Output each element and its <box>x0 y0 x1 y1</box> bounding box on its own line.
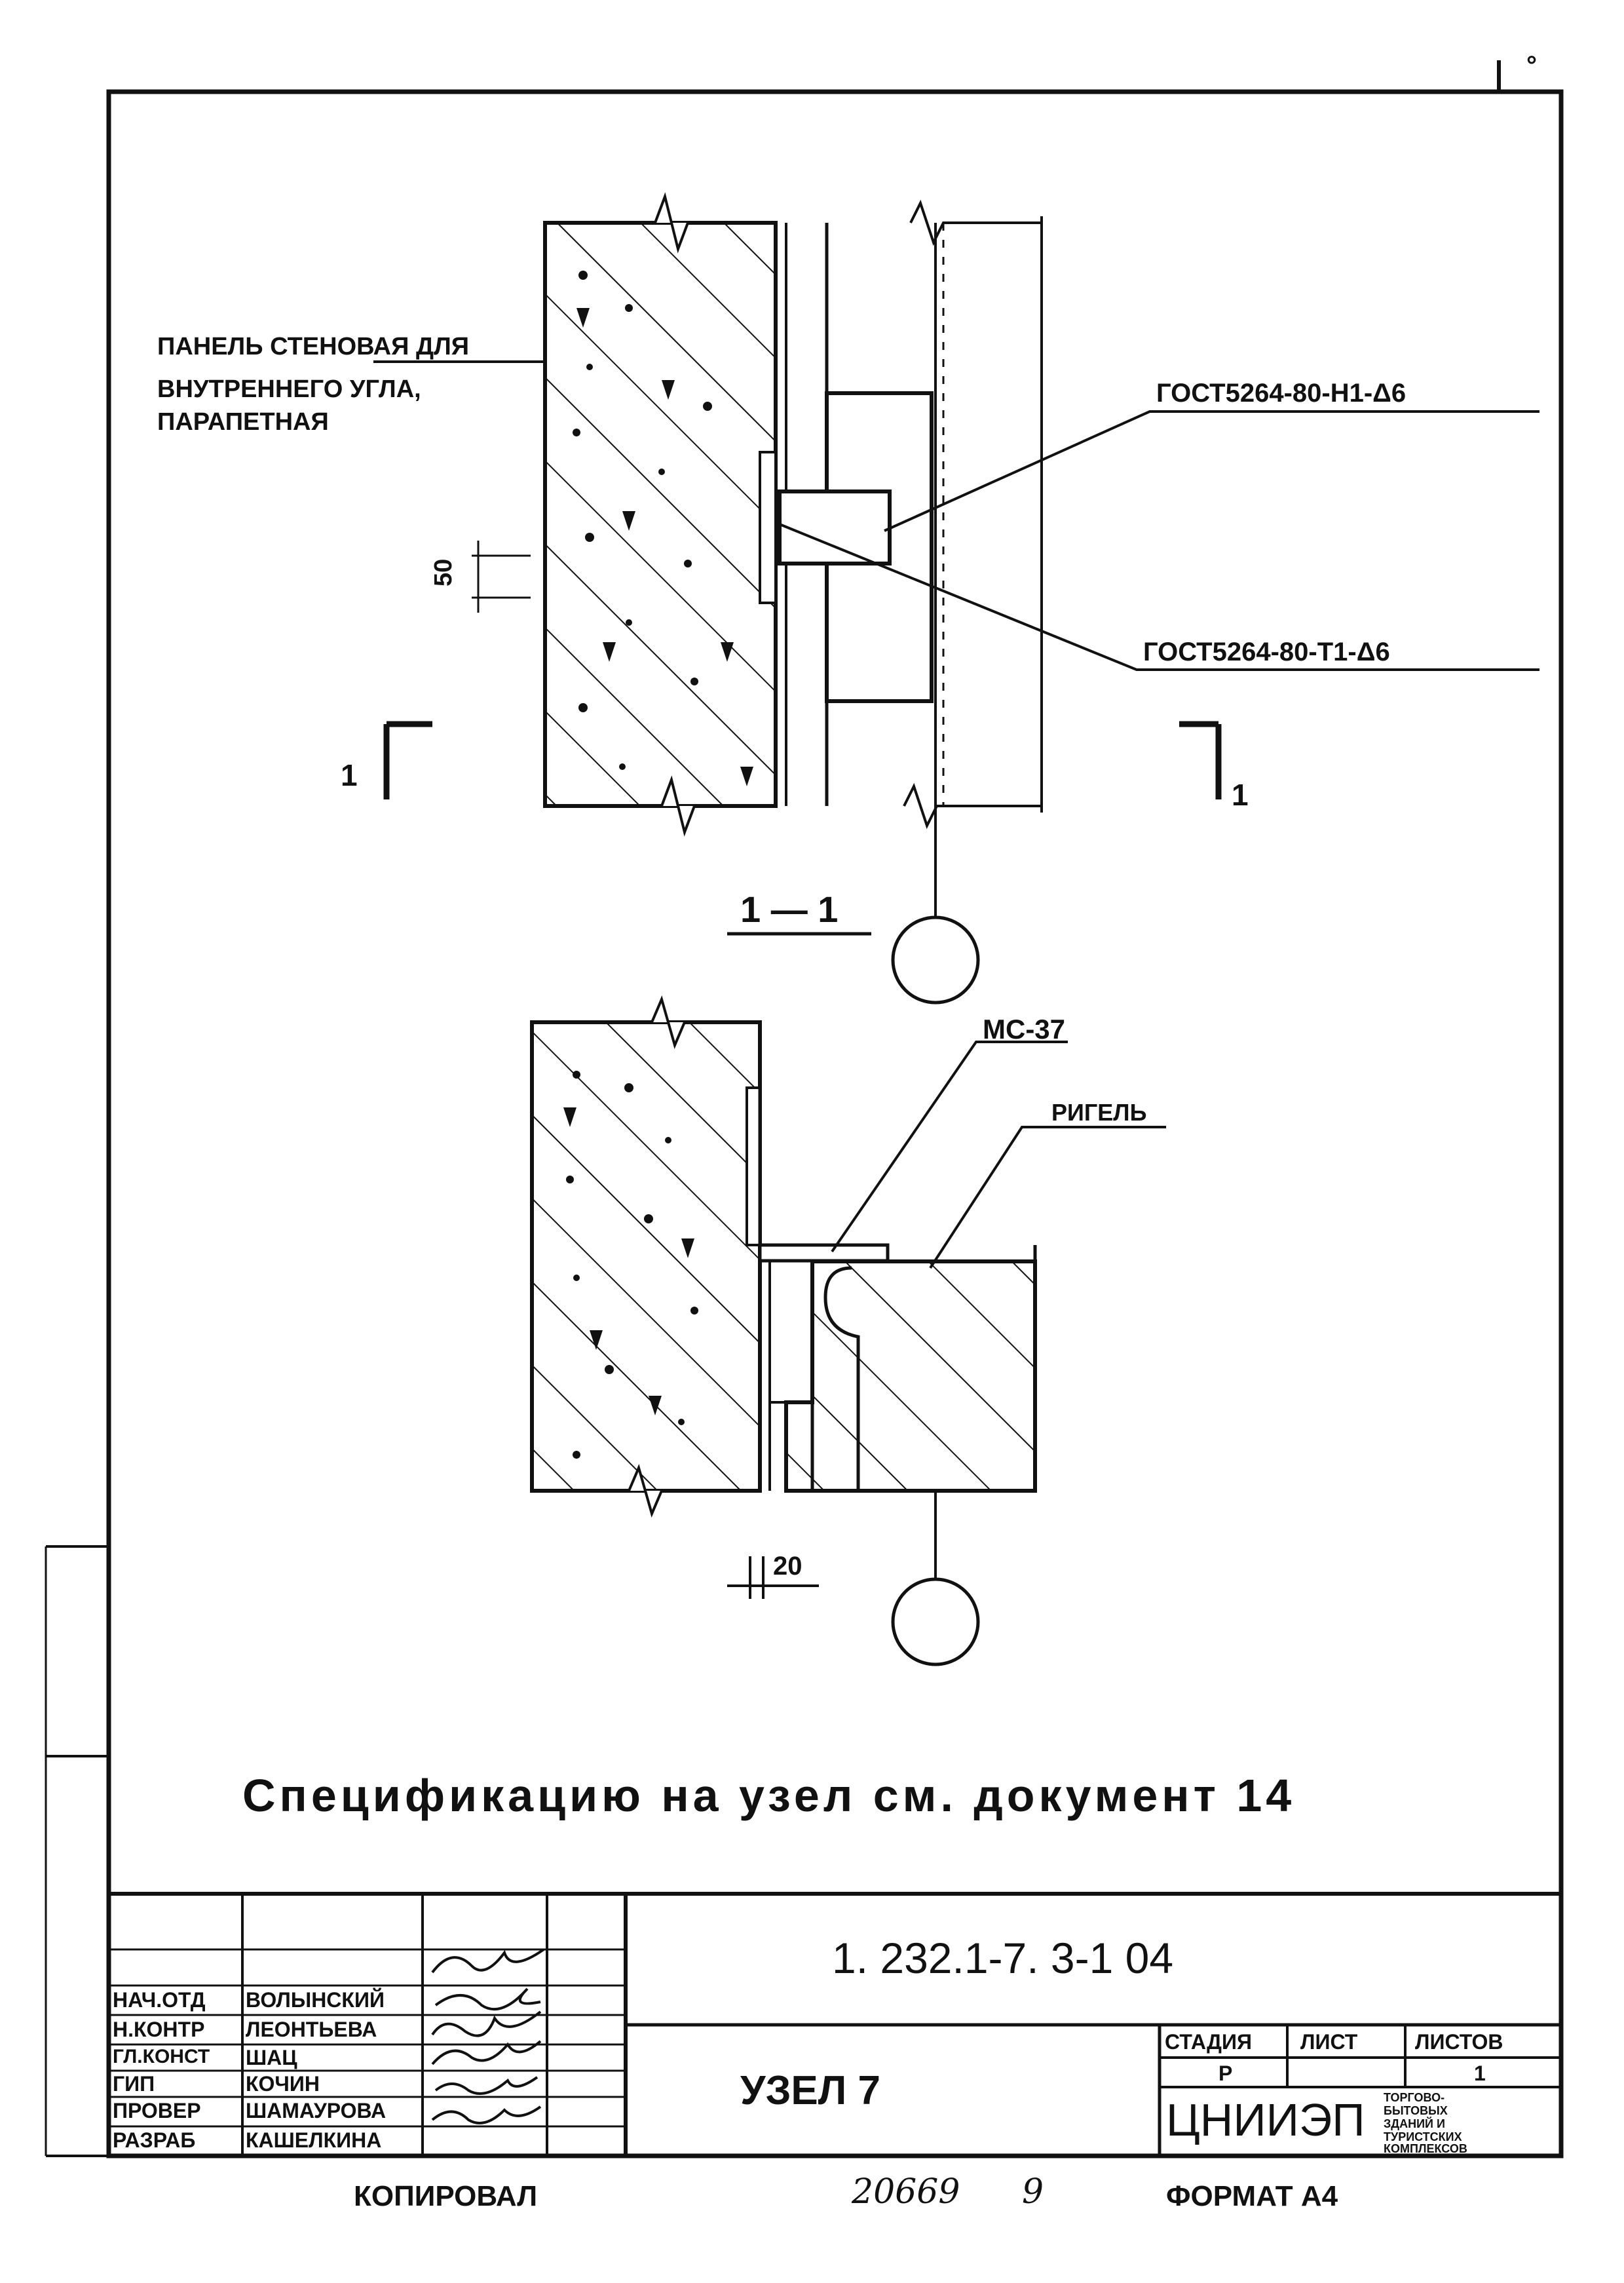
drawing-title: УЗЕЛ 7 <box>740 2068 880 2113</box>
role-name: ЛЕОНТЬЕВА <box>246 2018 377 2041</box>
stage-header: СТАДИЯ <box>1165 2030 1252 2054</box>
role-name: ШАМАУРОВА <box>246 2099 387 2122</box>
upper-detail <box>373 192 1539 1005</box>
dimension-20: 20 <box>773 1552 803 1581</box>
axis-marker-upper <box>891 915 980 1005</box>
signatures <box>431 1948 545 2124</box>
panel-callout-line3: ПАРАПЕТНАЯ <box>157 408 329 436</box>
sheets-header: ЛИСТОВ <box>1415 2030 1503 2054</box>
role-name: КАШЕЛКИНА <box>246 2128 382 2152</box>
drawing-frame <box>106 89 1564 2158</box>
panel-callout-line2: ВНУТРЕННЕГО УГЛА, <box>157 375 421 403</box>
mc-37-callout: МС-37 <box>983 1014 1066 1045</box>
specification-note: Спецификацию на узел см. документ 14 <box>242 1770 1296 1821</box>
copied-label: КОПИРОВАЛ <box>354 2180 538 2212</box>
lower-detail <box>530 995 1166 1666</box>
org-sub-5: КОМПЛЕКСОВ <box>1384 2142 1467 2155</box>
wall-panel-lower <box>532 1022 760 1491</box>
title-block-grid <box>109 1892 1561 2156</box>
gost-upper-callout: ГОСТ5264-80-Н1-Δ6 <box>1156 379 1407 408</box>
org-sub-4: ТУРИСТСКИХ <box>1384 2130 1462 2143</box>
stage-value: Р <box>1218 2062 1233 2085</box>
role-label: ГИП <box>113 2072 155 2096</box>
document-designation: 1. 232.1-7. 3-1 04 <box>832 1934 1174 1982</box>
role-label: РАЗРАБ <box>113 2128 196 2152</box>
corner-mark: ° <box>1526 51 1537 80</box>
axis-marker-lower <box>891 1577 980 1666</box>
org-sub-1: ТОРГОВО- <box>1384 2091 1445 2104</box>
page-number: 9 <box>1022 2172 1044 2212</box>
org-sub-2: БЫТОВЫХ <box>1384 2104 1448 2117</box>
rigel-callout: РИГЕЛЬ <box>1051 1099 1147 1126</box>
concrete-aggregate <box>573 271 753 786</box>
section-mark-left: 1 <box>341 758 358 792</box>
role-label: НАЧ.ОТД <box>113 1988 206 2012</box>
role-name: ВОЛЫНСКИЙ <box>246 1988 385 2012</box>
mc-37-plate <box>758 1243 890 1263</box>
embedded-plate <box>759 451 777 604</box>
panel-callout-line1: ПАНЕЛЬ СТЕНОВАЯ ДЛЯ <box>157 333 470 360</box>
gost-lower-callout: ГОСТ5264-80-Т1-Δ6 <box>1143 638 1390 666</box>
dimension-50: 50 <box>430 558 457 586</box>
section-label: 1 — 1 <box>740 889 839 930</box>
role-name: ШАЦ <box>246 2046 297 2069</box>
archive-number: 20669 <box>852 2172 960 2212</box>
section-mark-right: 1 <box>1232 778 1249 812</box>
sheets-value: 1 <box>1474 2062 1486 2085</box>
rigel-beam <box>784 1259 1037 1493</box>
sheet-header: ЛИСТ <box>1300 2030 1358 2054</box>
role-label: Н.КОНТР <box>113 2018 205 2041</box>
role-label: ПРОВЕР <box>113 2099 201 2122</box>
role-name: КОЧИН <box>246 2072 320 2096</box>
weld-plate <box>778 489 892 566</box>
role-label: ГЛ.КОНСТ <box>113 2046 210 2067</box>
concrete-aggregate <box>563 1071 698 1459</box>
org-name: ЦНИИЭП <box>1166 2094 1365 2145</box>
format-label: ФОРМАТ А4 <box>1166 2180 1338 2212</box>
org-sub-3: ЗДАНИЙ И <box>1384 2117 1445 2130</box>
